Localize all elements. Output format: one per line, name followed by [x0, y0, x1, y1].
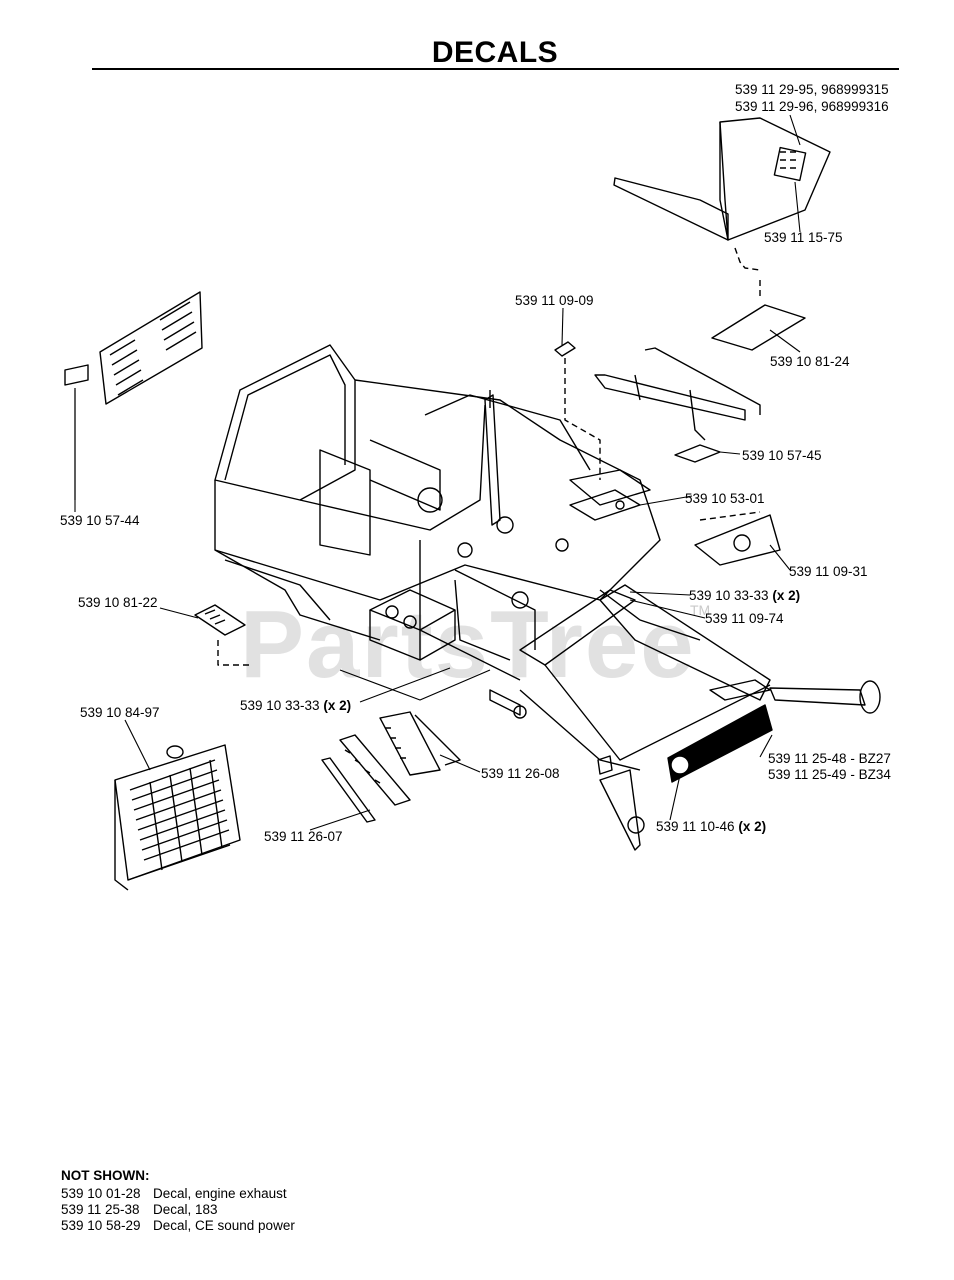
callout-539-11-15-75: 539 11 15-75 [764, 230, 843, 245]
callout-539-11-29-96: 539 11 29-96, 968999316 [735, 99, 889, 114]
callout-539-11-26-07: 539 11 26-07 [264, 829, 343, 844]
decal-539-10-81-22 [194, 604, 250, 666]
callout-539-11-09-09: 539 11 09-09 [515, 293, 594, 308]
callout-539-10-57-44: 539 10 57-44 [60, 513, 140, 528]
page-title: DECALS [431, 36, 559, 69]
callout-539-10-57-45: 539 10 57-45 [742, 448, 822, 463]
chassis-body [214, 344, 701, 681]
decal-539-11-09-09 [554, 341, 601, 480]
leader-lines [74, 114, 801, 831]
husqvarna-decal [667, 704, 773, 783]
callout-539-11-09-74: 539 11 09-74 [705, 611, 784, 626]
callout-539-11-10-46: 539 11 10-46 (x 2) [656, 819, 767, 834]
decal-539-10-81-24 [711, 304, 806, 351]
decal-539-10-53-01 [569, 489, 641, 521]
deck-frame [489, 584, 881, 851]
radiator-grille [114, 744, 241, 891]
callout-539-10-84-97: 539 10 84-97 [80, 705, 160, 720]
decal-539-11-09-31 [694, 511, 781, 566]
callout-539-10-33-33-right: 539 10 33-33 (x 2) [689, 588, 801, 603]
not-shown-header: NOT SHOWN: [61, 1168, 150, 1183]
callout-539-10-81-24: 539 10 81-24 [770, 354, 850, 369]
callout-539-11-25-49: 539 11 25-49 - BZ34 [768, 767, 891, 782]
seat-frame [594, 347, 761, 463]
watermark-tm: TM [690, 602, 711, 618]
decal-539-11-26-08 [379, 711, 461, 776]
title-rule [92, 68, 899, 70]
fuel-box [339, 589, 491, 701]
callout-539-10-81-22: 539 10 81-22 [78, 595, 158, 610]
callout-539-10-53-01: 539 10 53-01 [685, 491, 765, 506]
callout-539-11-26-08: 539 11 26-08 [481, 766, 560, 781]
callout-539-10-33-33-left: 539 10 33-33 (x 2) [240, 698, 352, 713]
callout-539-11-09-31: 539 11 09-31 [789, 564, 868, 579]
side-grille-panel [64, 291, 203, 500]
callout-539-11-29-95: 539 11 29-95, 968999315 [735, 82, 889, 97]
decal-539-11-26-07 [321, 734, 411, 823]
hood-panel [613, 117, 831, 300]
callout-539-11-25-48: 539 11 25-48 - BZ27 [768, 751, 891, 766]
